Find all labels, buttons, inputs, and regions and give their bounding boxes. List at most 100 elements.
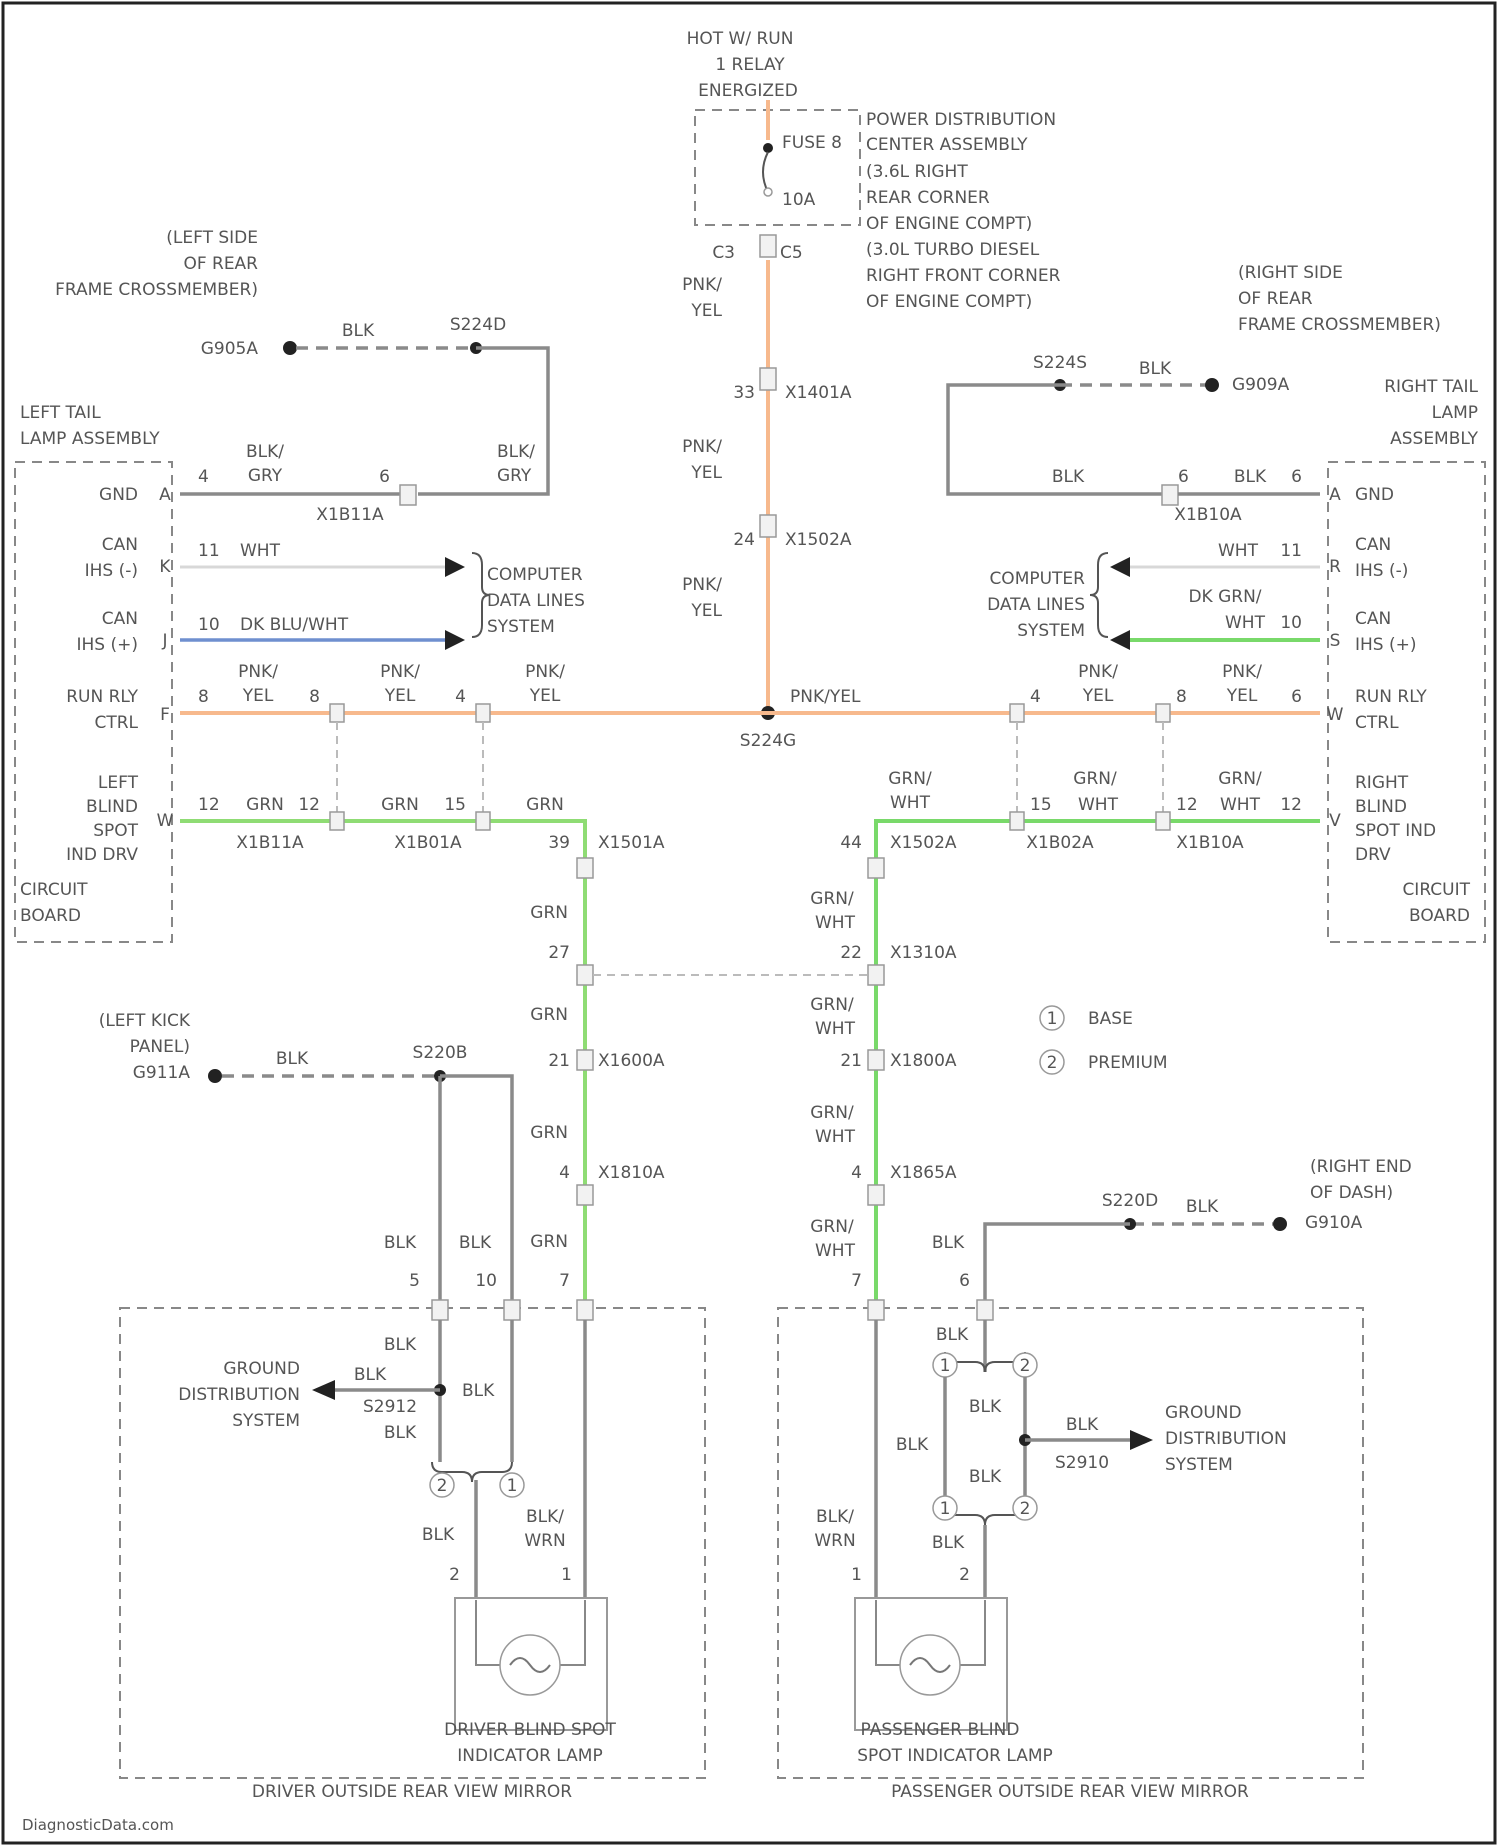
right-gnd-dist-2: DISTRIBUTION bbox=[1165, 1429, 1287, 1449]
legend-base-number: 1 bbox=[1047, 1009, 1058, 1029]
left-trunk-label-3: GRN bbox=[530, 1123, 568, 1143]
left-kick-loc-2: PANEL) bbox=[130, 1037, 190, 1057]
left-lamp-pin2: 2 bbox=[449, 1565, 460, 1585]
left-gnd-wire2-l2: GRY bbox=[497, 466, 532, 486]
right-pin-a: A bbox=[1329, 485, 1341, 505]
right-grn-label-c2: WHT bbox=[1220, 795, 1261, 815]
right-data-brace bbox=[1090, 553, 1108, 637]
left-gnd-wire-l2: GRY bbox=[248, 466, 283, 486]
right-gnd-dist-blk: BLK bbox=[1066, 1415, 1099, 1435]
right-pnk-l2a: PNK/ bbox=[1222, 662, 1262, 682]
left-grn-conn-1 bbox=[330, 812, 344, 830]
right-pnk-conn-2-pin: 8 bbox=[1176, 687, 1187, 707]
right-lamp-pin2: 2 bbox=[959, 1565, 970, 1585]
left-ground-loc-1: (LEFT SIDE bbox=[166, 228, 258, 248]
right-pin-v-name-6: BOARD bbox=[1409, 906, 1470, 926]
right-dash-loc-1: (RIGHT END bbox=[1310, 1157, 1412, 1177]
left-gnd-wire-l1: BLK/ bbox=[246, 442, 284, 462]
right-mirror-pin6: 6 bbox=[959, 1271, 970, 1291]
source-label-2: 1 RELAY bbox=[715, 55, 785, 75]
right-pin-r-num: 11 bbox=[1280, 541, 1302, 561]
left-pin-a-name: GND bbox=[99, 485, 138, 505]
left-pin-k-name-2: IHS (-) bbox=[85, 561, 138, 581]
pdc-label-6: (3.0L TURBO DIESEL bbox=[866, 240, 1040, 260]
right-mirror-splice-2-label: S2910 bbox=[1055, 1453, 1109, 1473]
right-mirror-inner-blk-1: BLK bbox=[936, 1325, 969, 1345]
pdc-label-4: REAR CORNER bbox=[866, 188, 990, 208]
left-mirror-ground-point bbox=[208, 1069, 222, 1083]
left-grn-label-1: GRN bbox=[246, 795, 284, 815]
left-data-lines-2: DATA LINES bbox=[487, 591, 585, 611]
pnk-label-a2: YEL bbox=[690, 301, 722, 321]
left-pin-f-num: 8 bbox=[198, 687, 209, 707]
fuse-element bbox=[763, 152, 768, 192]
source-label: HOT W/ RUN bbox=[687, 29, 794, 49]
right-gnd-conn-num: 6 bbox=[1178, 467, 1189, 487]
right-pnk-conn-1 bbox=[1010, 704, 1024, 722]
left-trunk-conn-3-pin: 4 bbox=[559, 1163, 570, 1183]
left-kick-loc-1: (LEFT KICK bbox=[99, 1011, 191, 1031]
pdc-label-5: OF ENGINE COMPT) bbox=[866, 214, 1032, 234]
left-lamp-label-2: INDICATOR LAMP bbox=[457, 1746, 602, 1766]
pnk-label-b1: PNK/ bbox=[682, 437, 722, 457]
legend-base-label: BASE bbox=[1088, 1009, 1133, 1029]
right-pin-r-wire: WHT bbox=[1218, 541, 1259, 561]
left-mirror-conn-10 bbox=[504, 1300, 520, 1320]
left-assembly-label-1: LEFT TAIL bbox=[20, 403, 101, 423]
left-gnd-conn bbox=[400, 485, 416, 505]
right-lamp-wire-1: BLK/ bbox=[816, 1507, 854, 1527]
right-mirror-splice-label: S220D bbox=[1102, 1191, 1158, 1211]
left-pnk-l1b: YEL bbox=[242, 686, 274, 706]
right-gnd-wire-label-2: BLK bbox=[1234, 467, 1267, 487]
left-pnk-l1a: PNK/ bbox=[238, 662, 278, 682]
left-pnk-l3a: PNK/ bbox=[525, 662, 565, 682]
right-grn-label-a2: WHT bbox=[890, 793, 931, 813]
left-grn-label-2: GRN bbox=[381, 795, 419, 815]
right-pin-w-name-1: RUN RLY bbox=[1355, 687, 1427, 707]
right-ground-point bbox=[1205, 378, 1219, 392]
left-mirror-blk-label-2: BLK bbox=[459, 1233, 492, 1253]
left-gnd-dist-2: DISTRIBUTION bbox=[178, 1385, 300, 1405]
right-trunk-conn-2 bbox=[868, 1050, 884, 1070]
left-lamp-gnd-label: BLK bbox=[422, 1525, 455, 1545]
left-gnd-dist-1: GROUND bbox=[223, 1359, 300, 1379]
right-pnk-l2b: YEL bbox=[1226, 686, 1258, 706]
right-assembly-label-2: LAMP bbox=[1432, 403, 1478, 423]
footer-watermark: DiagnosticData.com bbox=[22, 1816, 174, 1834]
right-option-1-number-bottom: 1 bbox=[940, 1499, 951, 1519]
left-pnk-conn-2-pin: 4 bbox=[455, 687, 466, 707]
left-gnd-dist-arrow bbox=[312, 1380, 335, 1400]
pdc-label-3: (3.6L RIGHT bbox=[866, 162, 968, 182]
right-assembly-label-1: RIGHT TAIL bbox=[1384, 377, 1478, 397]
right-option-2-number-top: 2 bbox=[1020, 1356, 1031, 1376]
left-mirror-splice-label: S220B bbox=[413, 1043, 468, 1063]
left-mirror-pin5: 5 bbox=[409, 1271, 420, 1291]
right-lamp-wire-2: WRN bbox=[814, 1531, 855, 1551]
right-lamp-pin1: 1 bbox=[851, 1565, 862, 1585]
left-assembly-label-2: LAMP ASSEMBLY bbox=[20, 429, 160, 449]
left-pin-w: W bbox=[157, 811, 174, 831]
left-option-2-number: 2 bbox=[437, 1476, 448, 1496]
legend-premium-label: PREMIUM bbox=[1088, 1053, 1168, 1073]
right-grn-conn-1-name: X1502A bbox=[890, 833, 957, 853]
left-pin-w-name-1: LEFT bbox=[98, 773, 139, 793]
right-lamp-label-1: PASSENGER BLIND bbox=[861, 1720, 1020, 1740]
left-mirror-blk-label-1: BLK bbox=[384, 1233, 417, 1253]
right-mirror-ground-wire: BLK bbox=[1186, 1197, 1219, 1217]
fuse-label: FUSE 8 bbox=[782, 133, 842, 153]
right-trunk-label-4b: WHT bbox=[815, 1241, 856, 1261]
right-gnd-dist-3: SYSTEM bbox=[1165, 1455, 1233, 1475]
left-pin-a-num: 4 bbox=[198, 467, 209, 487]
left-grn-label-3: GRN bbox=[526, 795, 564, 815]
left-pnk-conn-1 bbox=[330, 704, 344, 722]
left-pin-k-wire: WHT bbox=[240, 541, 281, 561]
right-trunk-conn-3-name: X1865A bbox=[890, 1163, 957, 1183]
pnk-conn-2-pin: 24 bbox=[733, 530, 755, 550]
right-grn-label-b2: WHT bbox=[1078, 795, 1119, 815]
left-pin-j-name-2: IHS (+) bbox=[76, 635, 138, 655]
right-grn-conn-3-name: X1B10A bbox=[1176, 833, 1244, 853]
pdc-label-7: RIGHT FRONT CORNER bbox=[866, 266, 1061, 286]
right-trunk-conn-2-name: X1800A bbox=[890, 1051, 957, 1071]
left-trunk-label-4: GRN bbox=[530, 1232, 568, 1252]
